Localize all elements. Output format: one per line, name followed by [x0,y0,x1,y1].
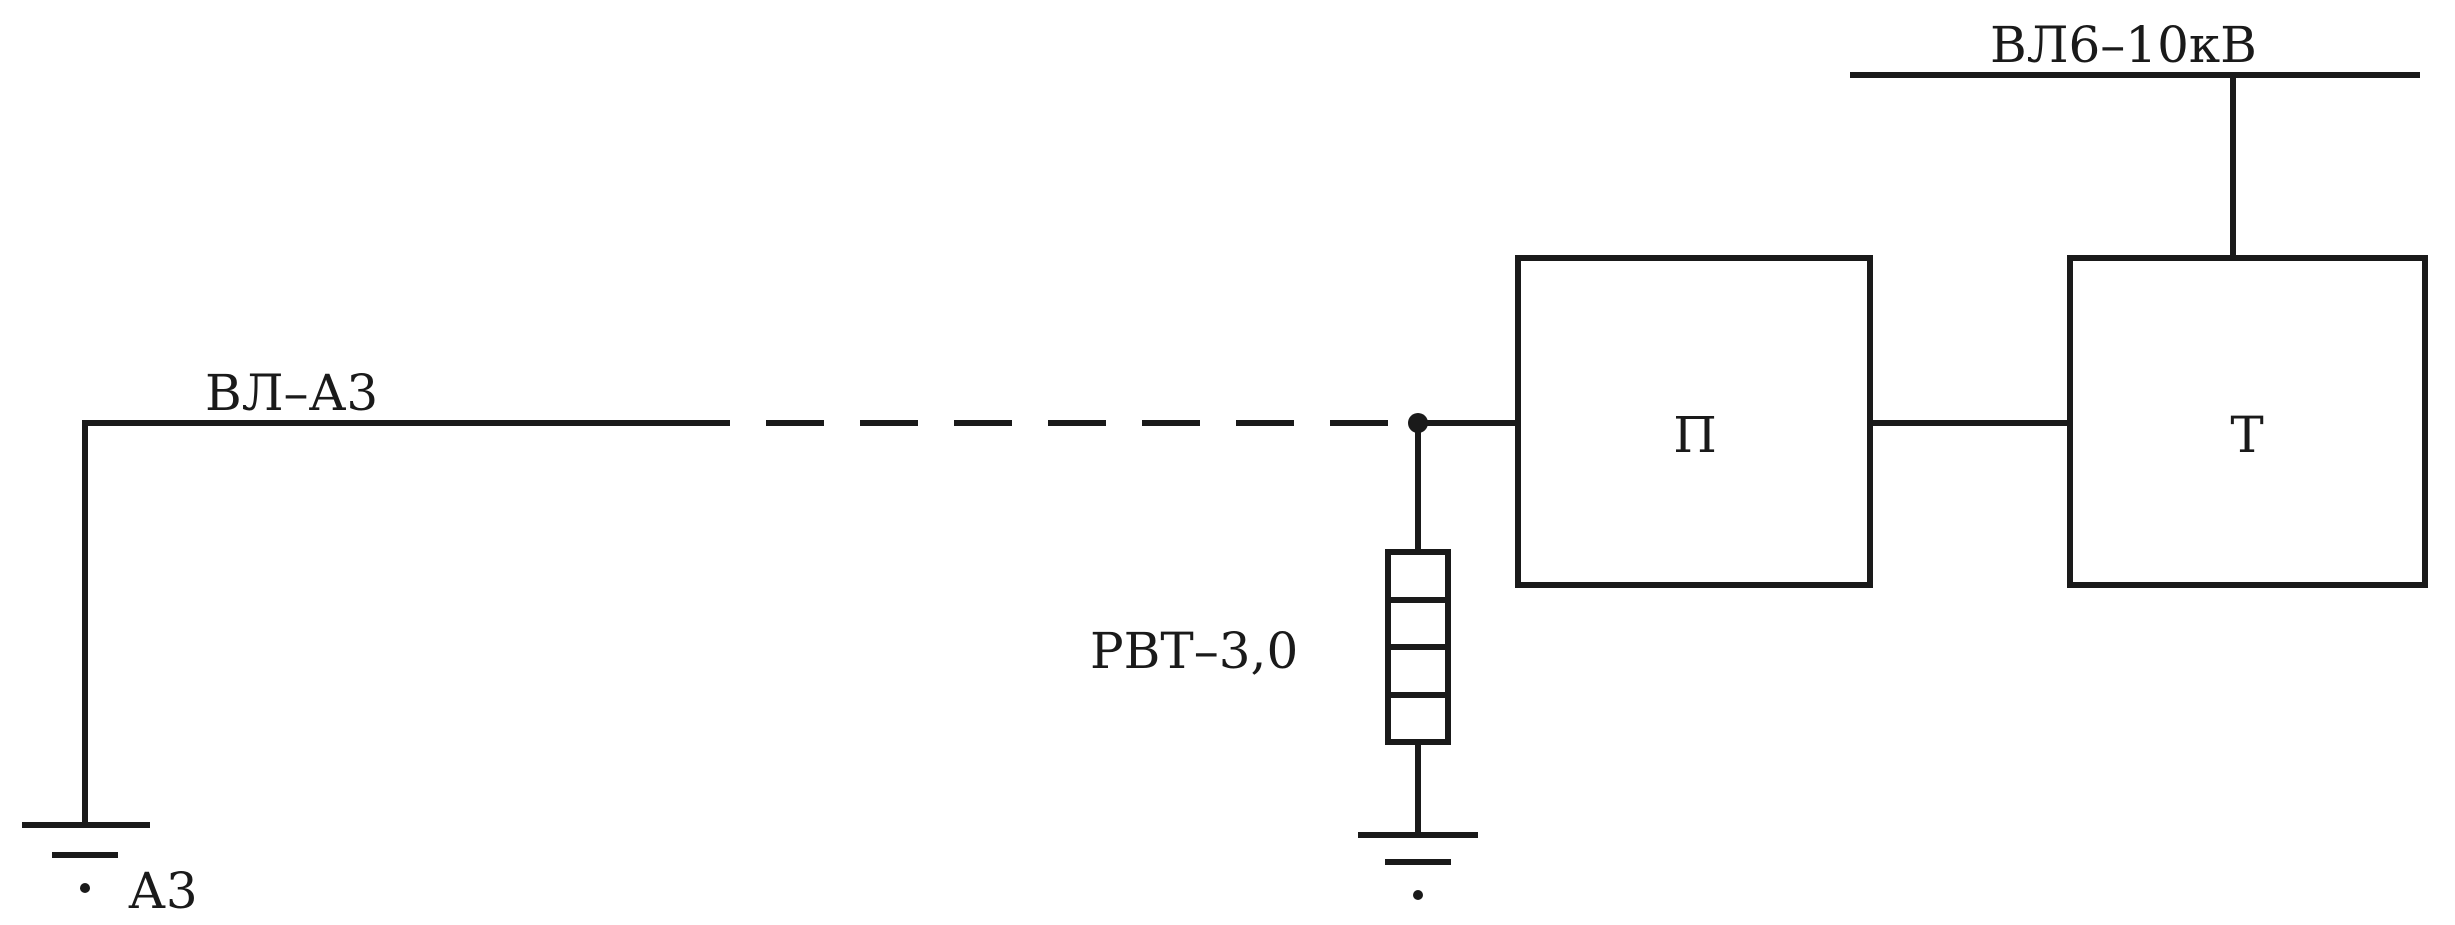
anode-ground-icon [22,822,150,893]
anode-ground-label: А3 [128,862,198,920]
hv-line-label: ВЛ6–10кВ [1990,16,2257,74]
overhead-line-solid [82,420,672,825]
arrester-ground-icon [1358,832,1478,900]
overhead-line-label: ВЛ–А3 [205,364,378,422]
arrester-symbol [1385,549,1451,745]
arrester-label: РВТ–3,0 [1090,622,1298,680]
converter-box [1515,255,1873,588]
converter-label: П [1673,406,1717,464]
transformer-label: Т [2230,406,2263,464]
